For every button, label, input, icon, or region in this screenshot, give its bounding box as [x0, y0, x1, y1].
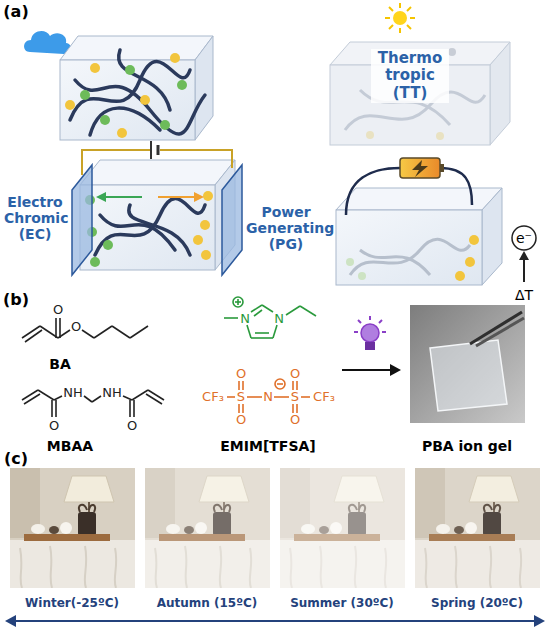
ion-gel-photo [410, 305, 525, 423]
compound-label: PBA ion gel [422, 438, 512, 454]
symbol-label: e⁻ [516, 230, 532, 246]
symbol-label: ΔT [515, 287, 533, 303]
season-label: Spring (20ºC) [431, 597, 523, 611]
mbaa-structure [22, 390, 164, 417]
atom-label: N [274, 312, 284, 327]
sun-icon [385, 3, 415, 33]
atom-label: O [236, 413, 246, 428]
season-label: Winter(-25ºC) [25, 597, 119, 611]
atom-label: O [236, 367, 246, 382]
atom-label: O [49, 419, 59, 434]
panel-label: (c) [4, 450, 28, 468]
season-label: Summer (30ºC) [290, 597, 394, 611]
power-generating-cell [336, 158, 502, 285]
atom-label: O [290, 413, 300, 428]
compound-label: BA [49, 356, 71, 372]
reaction-arrow [342, 364, 401, 376]
emim-structure [224, 297, 316, 338]
mode-label: Thermo tropic (TT) [371, 49, 449, 103]
panel-label: (b) [3, 291, 29, 309]
atom-label: N [240, 312, 250, 327]
cloud-icon [24, 31, 71, 54]
compound-label: MBAA [47, 438, 93, 454]
electron-symbol [512, 226, 536, 282]
electrochromic-cell [72, 141, 242, 275]
atom-label: O [53, 303, 63, 318]
compound-label: EMIM[TFSA] [220, 438, 315, 454]
tfsa-structure [227, 379, 310, 413]
atom-label: O [127, 419, 137, 434]
atom-label: N [263, 390, 273, 405]
season-photos [10, 468, 540, 588]
uv-lamp-icon [354, 316, 386, 350]
gel-cube [330, 42, 510, 145]
atom-label: NH [102, 386, 122, 401]
season-label: Autumn (15ºC) [157, 597, 258, 611]
gel-cube [60, 36, 213, 140]
atom-label: O [290, 367, 300, 382]
atom-label: CF₃ [313, 390, 335, 405]
panel-label: (a) [3, 3, 28, 21]
atom-label: O [71, 320, 81, 335]
season-arrow [5, 615, 545, 627]
atom-label: CF₃ [202, 390, 224, 405]
atom-label: S [291, 390, 299, 405]
ba-structure [22, 318, 148, 342]
mode-label: Power Generating (PG) [246, 204, 326, 252]
atom-label: S [237, 390, 245, 405]
mode-label: Electro Chromic (EC) [4, 194, 66, 242]
atom-label: NH [63, 386, 83, 401]
